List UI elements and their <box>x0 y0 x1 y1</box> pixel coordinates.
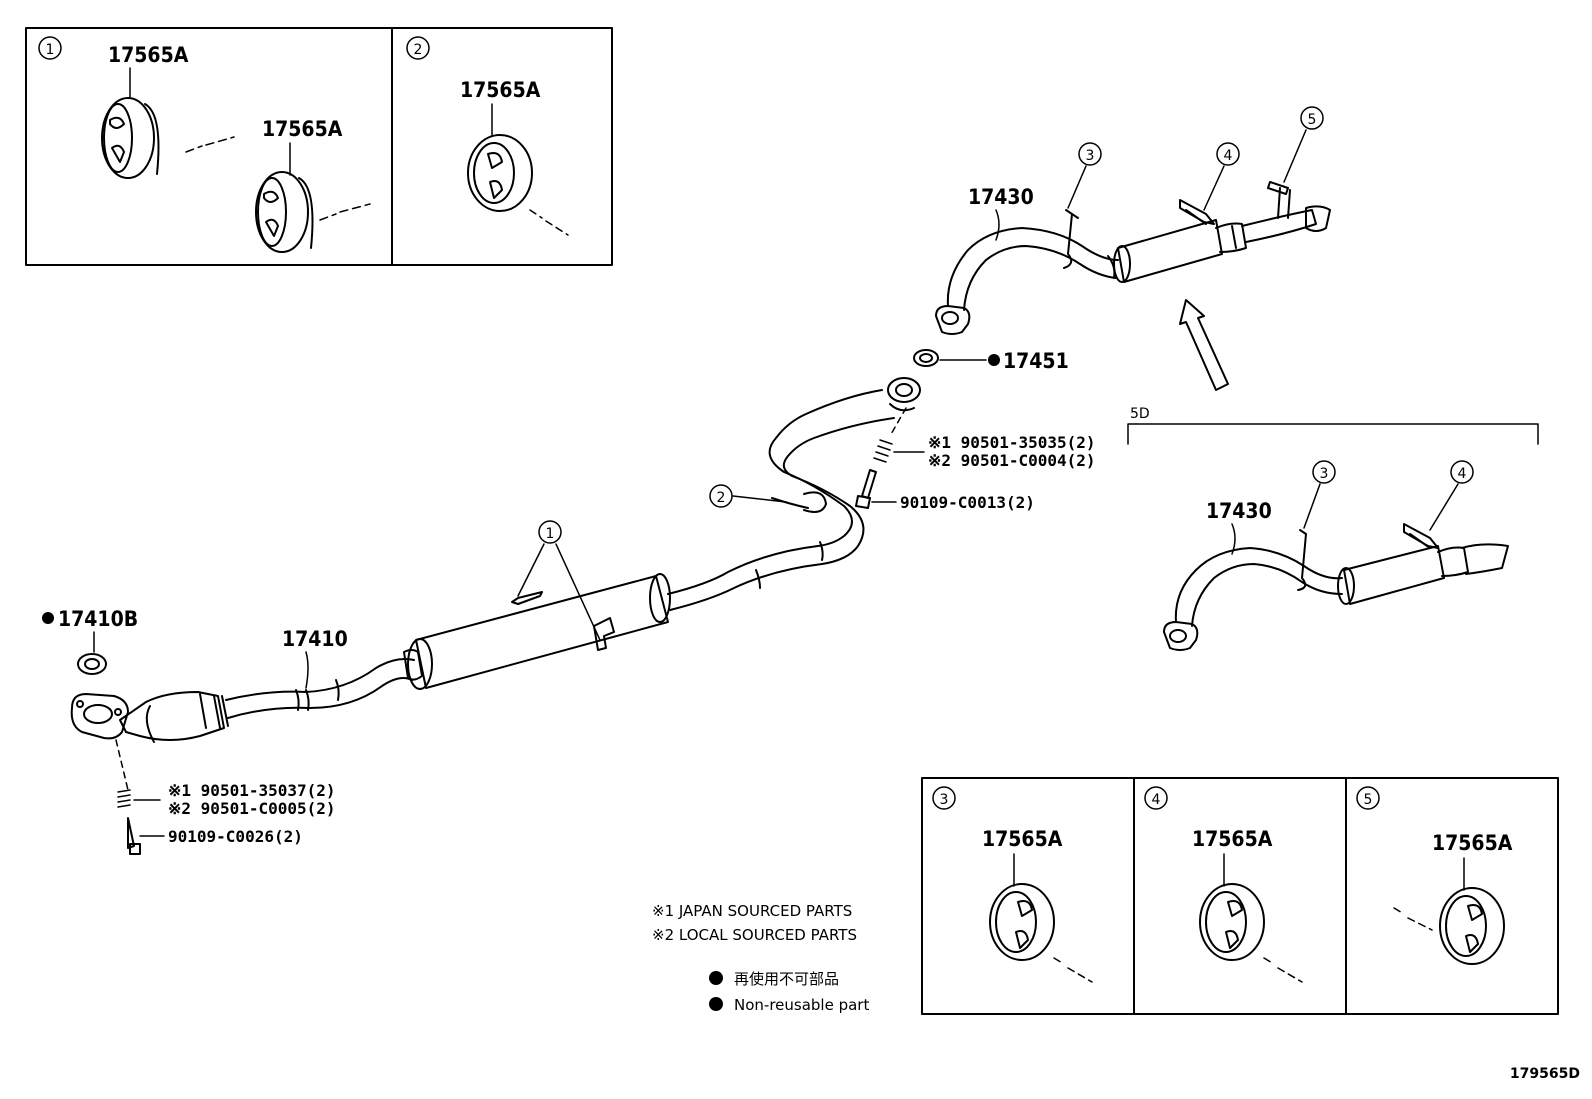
callout-circle <box>406 36 430 60</box>
non-reusable-marker <box>709 971 723 985</box>
svg-text:※2 90501-C0004(2): ※2 90501-C0004(2) <box>928 451 1096 470</box>
front-exhaust-pipe-17410 <box>70 377 921 743</box>
rear-bolt-spring: ※1 90501-35035(2) ※2 90501-C0004(2) 9010… <box>855 407 1096 512</box>
hanger-bracket <box>593 617 615 651</box>
gasket-17410B: 17410B <box>42 607 138 675</box>
part-number-label: 17565A <box>108 43 189 67</box>
tail-pipe-17430-upper <box>935 181 1331 335</box>
rubber-hanger-icon <box>467 134 533 212</box>
svg-text:2: 2 <box>717 490 726 506</box>
part-number-label: 17565A <box>1192 827 1273 851</box>
svg-text:※2 90501-C0005(2): ※2 90501-C0005(2) <box>168 799 336 818</box>
svg-text:※1 90501-35037(2): ※1 90501-35037(2) <box>168 781 336 800</box>
part-number-label: 17430 <box>1206 499 1272 523</box>
legend-non-reusable-jp: 再使用不可部品 <box>734 970 839 988</box>
svg-text:5: 5 <box>1364 792 1373 808</box>
callout-number: 1 <box>46 42 55 58</box>
legend-non-reusable-en: Non-reusable part <box>734 996 869 1014</box>
callout-circle <box>38 36 62 60</box>
svg-text:1: 1 <box>546 526 555 542</box>
detail-4: 4 17565A <box>1144 786 1303 983</box>
svg-text:5: 5 <box>1308 112 1317 128</box>
part-number-label: 17410 <box>282 627 348 651</box>
callout-3-5d: 3 <box>1303 460 1336 529</box>
part-number-label: 17430 <box>968 185 1034 209</box>
rubber-hanger-icon <box>989 883 1055 961</box>
svg-text:※1 90501-35035(2): ※1 90501-35035(2) <box>928 433 1096 452</box>
part-number-label: 17565A <box>262 117 343 141</box>
detail-box-3-4-5 <box>921 777 1559 1015</box>
callout-number: 2 <box>414 42 423 58</box>
svg-text:90109-C0026(2): 90109-C0026(2) <box>168 827 303 846</box>
diagram-id: 179565D <box>1510 1066 1580 1082</box>
svg-text:3: 3 <box>1320 466 1329 482</box>
callout-1-main: 1 <box>517 520 601 641</box>
rubber-hanger-icon <box>255 171 314 253</box>
front-bolt-spring: ※1 90501-35037(2) ※2 90501-C0005(2) 9010… <box>115 739 336 855</box>
rubber-hanger-icon <box>101 97 160 179</box>
non-reusable-marker <box>42 612 54 624</box>
callout-3-upper: 3 <box>1067 142 1102 209</box>
svg-text:3: 3 <box>1086 148 1095 164</box>
part-number-label: 17565A <box>460 78 541 102</box>
callout-4-5d: 4 <box>1429 460 1474 531</box>
non-reusable-marker <box>709 997 723 1011</box>
tail-pipe-17430-5d <box>1163 523 1509 651</box>
legend: ※1 JAPAN SOURCED PARTS ※2 LOCAL SOURCED … <box>652 902 869 1014</box>
svg-text:90109-C0013(2): 90109-C0013(2) <box>900 493 1035 512</box>
arrow-up-icon <box>1179 299 1229 391</box>
non-reusable-marker <box>988 354 1000 366</box>
detail-5: 5 17565A <box>1356 786 1513 965</box>
part-number-label: 17565A <box>982 827 1063 851</box>
center-muffler <box>403 573 671 690</box>
callout-4-upper: 4 <box>1203 142 1240 211</box>
svg-text:17451: 17451 <box>1003 349 1069 373</box>
legend-local-sourced: ※2 LOCAL SOURCED PARTS <box>652 926 857 944</box>
rubber-hanger-icon <box>1439 887 1505 965</box>
svg-text:4: 4 <box>1224 148 1233 164</box>
rubber-hanger-icon <box>1199 883 1265 961</box>
svg-text:3: 3 <box>940 792 949 808</box>
detail-3: 3 17565A <box>932 786 1093 983</box>
variant-5d-bracket: 5D <box>1127 406 1539 445</box>
svg-text:4: 4 <box>1458 466 1467 482</box>
hanger-bracket <box>771 491 827 513</box>
svg-text:4: 4 <box>1152 792 1161 808</box>
gasket-17451: 17451 <box>913 349 1069 373</box>
svg-text:5D: 5D <box>1130 406 1150 422</box>
hanger-bracket <box>511 591 543 605</box>
legend-japan-sourced: ※1 JAPAN SOURCED PARTS <box>652 902 852 920</box>
part-number-label: 17565A <box>1432 831 1513 855</box>
callout-2-main: 2 <box>709 484 787 508</box>
detail-1: 1 17565A 17565A <box>38 36 371 253</box>
detail-2: 2 17565A <box>406 36 569 236</box>
svg-text:17410B: 17410B <box>58 607 138 631</box>
callout-5-upper: 5 <box>1283 106 1324 183</box>
detail-box-1-2 <box>25 27 613 266</box>
